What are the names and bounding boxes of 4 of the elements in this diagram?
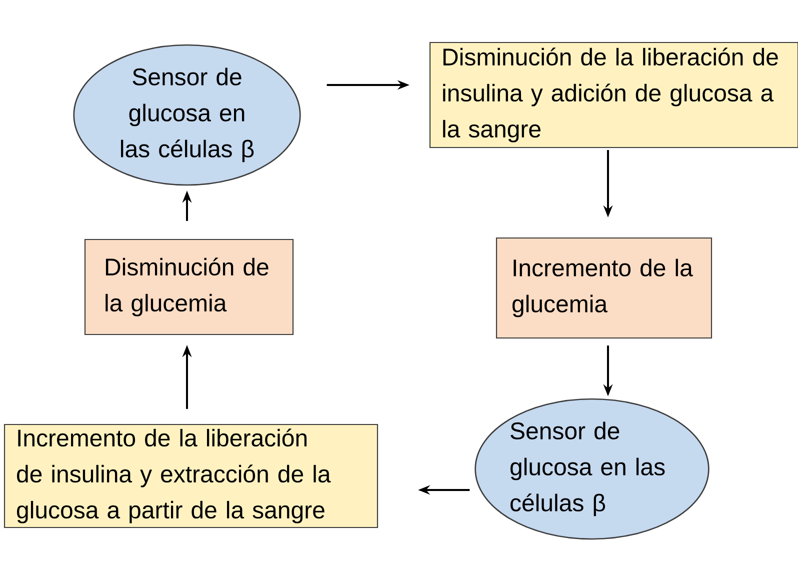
process-box: Disminución de la glucemia [84, 238, 294, 336]
process-box: Disminución de la liberación de insulina y adición de glucosa a la sangre [429, 42, 798, 148]
process-box: Incremento de la glucemia [496, 237, 712, 339]
process-box: Incremento de la liberación de insulina y extracción de la glucosa a partir de la sangre [4, 424, 378, 528]
